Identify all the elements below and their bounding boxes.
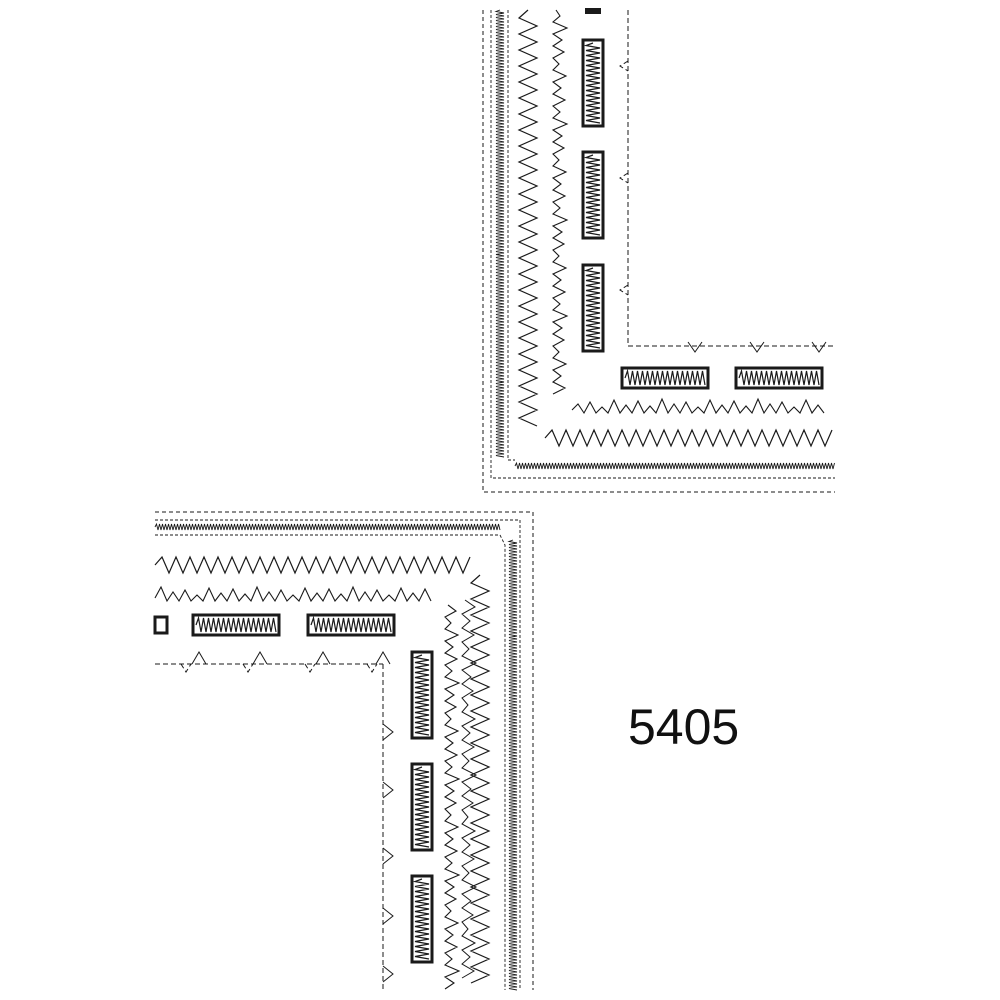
lower-left-corner-border — [153, 511, 534, 991]
picot-points — [687, 341, 827, 353]
fine-dash-line — [155, 534, 506, 990]
bar-tack-fill — [738, 368, 820, 386]
dashed-picot-edge — [155, 663, 384, 990]
bar-tack-fill — [583, 42, 601, 124]
dashed-outline — [482, 10, 835, 493]
bar-tack — [191, 613, 281, 637]
dashed-outline — [155, 511, 534, 990]
large-zigzag — [154, 555, 491, 984]
bar-tack-end — [153, 615, 169, 635]
picot-points — [191, 651, 394, 983]
jagged-stitch — [551, 9, 825, 415]
fine-zigzag-band — [494, 9, 835, 470]
fine-dash-line — [155, 519, 521, 990]
large-zigzag — [517, 9, 833, 448]
bar-tack — [581, 150, 605, 240]
fine-dash-line — [490, 10, 835, 479]
bar-tack — [410, 874, 434, 964]
bar-tack-fill — [310, 615, 392, 633]
bar-tack-fill — [412, 766, 430, 848]
jagged-stitch-inner — [461, 599, 478, 979]
bar-tack — [581, 38, 605, 128]
bar-tack-fill — [583, 267, 601, 349]
dashed-picot-edge — [619, 10, 835, 347]
fine-dash-line — [507, 10, 515, 461]
bar-tack — [734, 366, 824, 390]
bar-tack — [410, 762, 434, 852]
bar-tack-fill — [412, 654, 430, 736]
fine-zigzag-band — [154, 522, 518, 991]
jagged-stitch — [154, 585, 461, 990]
bar-tack — [620, 366, 710, 390]
bar-tack-fill — [412, 878, 430, 960]
bar-tack — [306, 613, 396, 637]
bar-tack — [581, 263, 605, 353]
bar-tack-end — [585, 8, 601, 14]
pattern-number: 5405 — [628, 699, 740, 755]
bar-tack — [410, 650, 434, 740]
bar-tack-fill — [195, 615, 277, 633]
bar-tack-fill — [624, 368, 706, 386]
bar-tack-fill — [583, 154, 601, 236]
upper-right-corner-border — [482, 8, 835, 493]
